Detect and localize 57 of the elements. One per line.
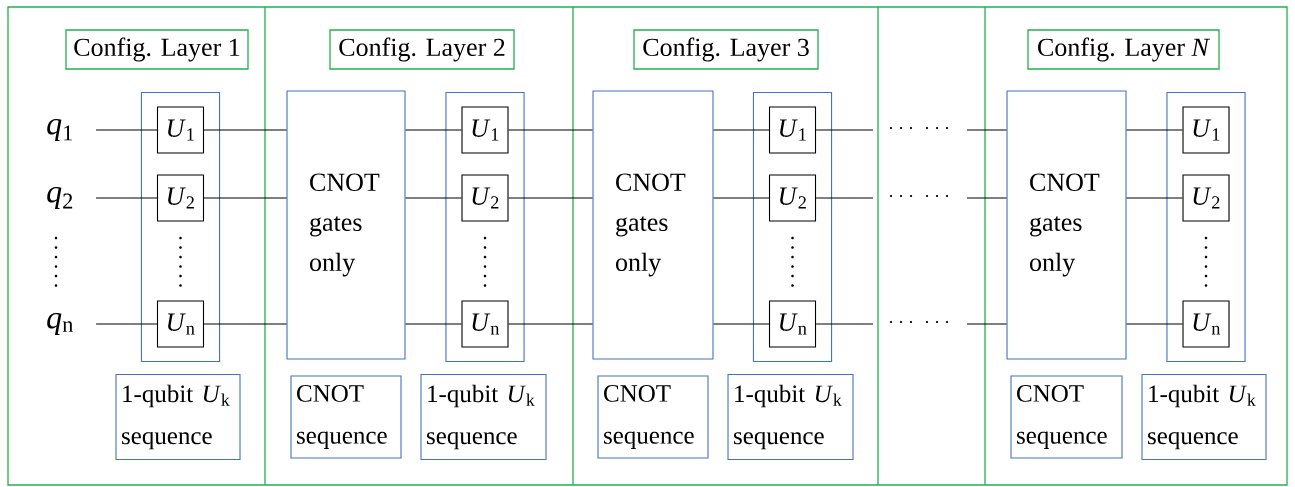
wire	[95, 323, 158, 325]
gate-box: U$_{1}$	[156, 106, 205, 154]
gate-column-box	[445, 91, 525, 363]
sequence-label-box: 1-qubit U$_{k}$ sequence	[420, 373, 547, 461]
wire	[95, 197, 158, 199]
qubit-label: q$_{1}$	[47, 119, 72, 141]
qubit-label: q$_{2}$	[47, 187, 73, 209]
layer-title-box: Config. Layer N	[1027, 29, 1220, 70]
sequence-label-box: CNOT sequence	[1010, 375, 1123, 459]
gate-column-box	[752, 91, 833, 363]
gate-box: U$_{n}$	[768, 300, 817, 348]
wire	[405, 323, 462, 325]
wire	[508, 129, 593, 131]
wire	[1126, 323, 1183, 325]
wire	[1126, 129, 1183, 131]
gate-box: U$_{2}$	[1182, 174, 1230, 222]
cnot-block: CNOT gates only	[592, 90, 714, 360]
gate-box: U$_{1}$	[1182, 106, 1230, 154]
layer-title-box: Config. Layer 3	[633, 29, 819, 70]
wire	[1126, 197, 1183, 199]
cnot-block: CNOT gates only	[286, 90, 406, 360]
gate-box: U$_{2}$	[768, 174, 817, 222]
wire	[713, 197, 770, 199]
wire	[405, 129, 462, 131]
gate-box: U$_{2}$	[461, 174, 509, 222]
layer-title-box: Config. Layer 2	[329, 29, 515, 70]
wire	[713, 129, 770, 131]
gate-box: U$_{2}$	[156, 174, 205, 222]
wire	[203, 197, 287, 199]
gate-box: U$_{n}$	[461, 300, 509, 348]
wire	[203, 129, 287, 131]
wire	[815, 323, 874, 325]
sequence-label-box: 1-qubit U$_{k}$ sequence	[727, 373, 854, 461]
sequence-label-box: CNOT sequence	[597, 375, 709, 459]
gate-box: U$_{n}$	[156, 300, 205, 348]
wire	[966, 197, 1007, 199]
sequence-label-box: CNOT sequence	[290, 375, 402, 459]
sequence-label-box: 1-qubit U$_{k}$ sequence	[115, 373, 241, 461]
gate-column-box	[140, 91, 221, 363]
wire	[508, 197, 593, 199]
gate-column-box	[1166, 91, 1246, 363]
wire	[966, 323, 1007, 325]
wire	[95, 129, 158, 131]
wire	[815, 197, 874, 199]
cnot-block: CNOT gates only	[1006, 90, 1127, 360]
sequence-label-box: 1-qubit U$_{k}$ sequence	[1141, 373, 1267, 461]
wire	[815, 129, 874, 131]
gate-box: U$_{1}$	[768, 106, 817, 154]
layer-title-box: Config. Layer 1	[65, 29, 249, 70]
qubit-label: q$_{n}$	[47, 313, 73, 335]
wire	[405, 197, 462, 199]
gate-box: U$_{n}$	[1182, 300, 1230, 348]
wire	[713, 323, 770, 325]
gate-box: U$_{1}$	[461, 106, 509, 154]
wire	[966, 129, 1007, 131]
wire	[508, 323, 593, 325]
wire	[203, 323, 287, 325]
